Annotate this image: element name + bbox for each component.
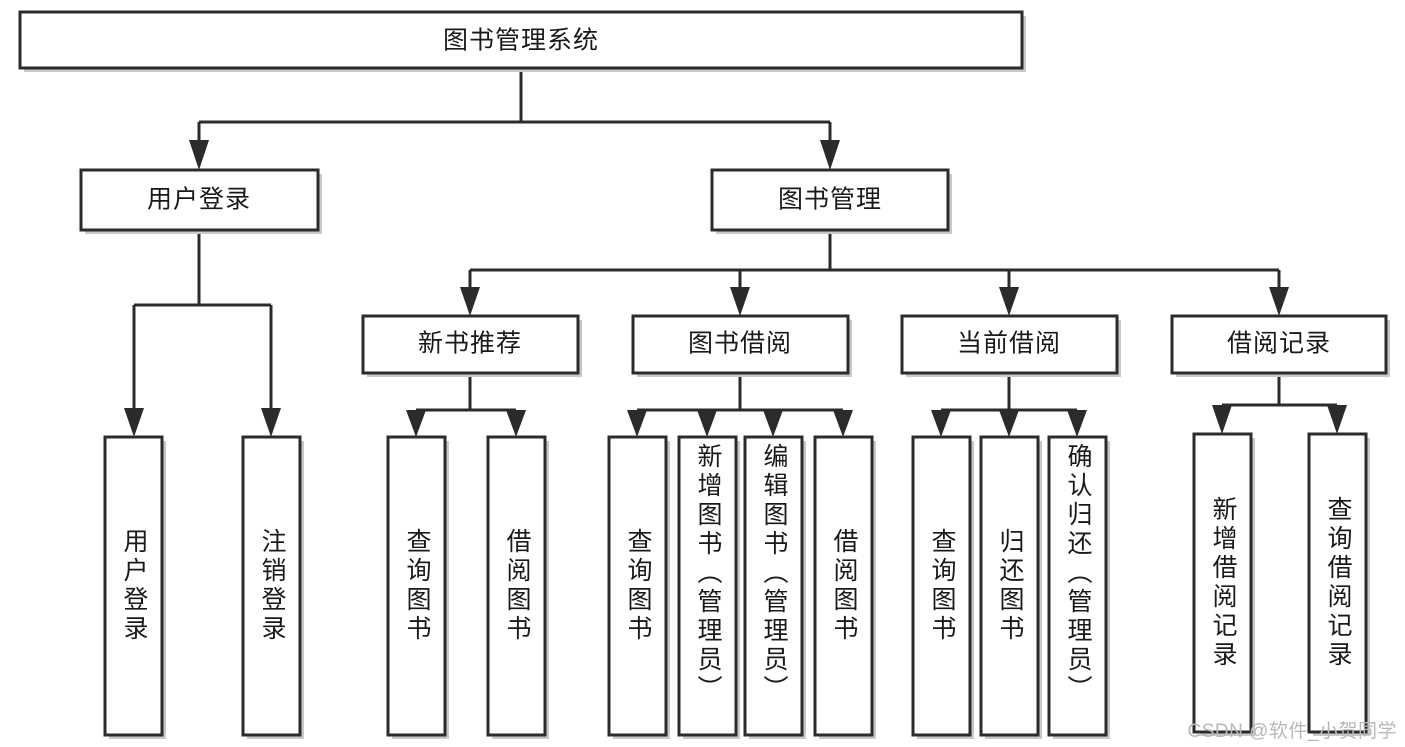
arrow-head-logout-leaf	[261, 408, 281, 437]
leaf-user-login-1-box	[103, 435, 164, 737]
node-book-borrow-box	[631, 314, 850, 375]
node-new-book-recommend-box	[361, 314, 580, 375]
connector-layer	[124, 68, 1347, 437]
leaf-book-borrow-1-box	[607, 435, 668, 737]
arrow-head-currentborrow	[999, 287, 1019, 316]
arrow-head-borrowrecord-leaf2	[1327, 405, 1347, 434]
leaf-borrow-record-1-box	[1192, 432, 1253, 734]
leaf-current-borrow-2[interactable]	[979, 435, 1042, 739]
leaf-new-book-1[interactable]	[386, 435, 449, 739]
node-borrow-record-label: 借阅记录	[1227, 330, 1331, 358]
node-book-management-label: 图书管理	[778, 186, 882, 214]
node-book-borrow[interactable]: 图书借阅	[631, 314, 852, 377]
leaf-current-borrow-2-box	[979, 435, 1040, 737]
arrow-head-user-login-leaf	[124, 408, 144, 437]
node-new-book-recommend-label: 新书推荐	[418, 330, 522, 358]
node-root-box	[18, 10, 1024, 70]
node-current-borrow-label: 当前借阅	[957, 330, 1061, 358]
leaf-book-borrow-2-box	[677, 435, 738, 737]
leaf-book-borrow-4[interactable]	[813, 435, 876, 739]
leaf-current-borrow-1-box	[911, 435, 972, 737]
node-user-login[interactable]: 用户登录	[79, 168, 322, 234]
leaf-book-borrow-3-box	[743, 435, 804, 737]
leaf-book-borrow-2[interactable]	[677, 435, 740, 739]
arrow-head-bookborrow-leaf1	[627, 410, 647, 437]
leaf-current-borrow-3[interactable]	[1047, 435, 1110, 739]
arrow-head-borrowrecord-leaf1	[1212, 405, 1232, 434]
node-book-management-box	[710, 168, 950, 232]
node-book-management[interactable]: 图书管理	[710, 168, 952, 234]
node-user-login-box	[79, 168, 320, 232]
arrow-head-bookborrow-leaf4	[833, 410, 853, 437]
arrow-head-userlogin	[189, 140, 209, 170]
leaf-borrow-record-2-box	[1307, 432, 1368, 734]
leaf-user-login-2-box	[241, 435, 302, 737]
leaf-borrow-record-2[interactable]	[1307, 432, 1370, 736]
leaf-new-book-1-box	[386, 435, 447, 737]
node-new-book-recommend[interactable]: 新书推荐	[361, 314, 582, 377]
leaf-new-book-2[interactable]	[486, 435, 549, 739]
node-root-label: 图书管理系统	[443, 27, 599, 55]
arrow-head-bookmgmt	[820, 140, 840, 170]
arrow-head-bookborrow	[730, 287, 750, 316]
arrow-head-bookborrow-leaf3	[763, 410, 783, 437]
arrow-head-newbook-leaf1	[406, 410, 426, 437]
arrow-head-borrowrecord	[1269, 287, 1289, 316]
arrow-head-currentborrow-leaf3	[1067, 410, 1087, 437]
arrow-head-newbook	[460, 287, 480, 316]
leaf-current-borrow-1[interactable]	[911, 435, 974, 739]
leaf-user-login-2[interactable]	[241, 435, 304, 739]
leaf-book-borrow-4-box	[813, 435, 874, 737]
arrow-head-bookborrow-leaf2	[697, 410, 717, 437]
node-current-borrow[interactable]: 当前借阅	[900, 314, 1121, 377]
leaf-book-borrow-1[interactable]	[607, 435, 670, 739]
node-root[interactable]: 图书管理系统	[18, 10, 1026, 72]
leaf-current-borrow-3-box	[1047, 435, 1108, 737]
node-borrow-record[interactable]: 借阅记录	[1170, 314, 1390, 377]
arrow-head-currentborrow-leaf2	[999, 410, 1019, 437]
arrow-head-currentborrow-leaf1	[931, 410, 951, 437]
node-borrow-record-box	[1170, 314, 1388, 375]
leaf-book-borrow-3[interactable]	[743, 435, 806, 739]
node-user-login-label: 用户登录	[147, 186, 251, 214]
arrow-head-newbook-leaf2	[506, 410, 526, 437]
leaf-new-book-2-box	[486, 435, 547, 737]
csdn-watermark: CSDN @软件_小贺同学	[1187, 721, 1397, 742]
node-book-borrow-label: 图书借阅	[688, 330, 792, 358]
node-current-borrow-box	[900, 314, 1119, 375]
leaf-borrow-record-1[interactable]	[1192, 432, 1255, 736]
leaf-user-login-1[interactable]	[103, 435, 166, 739]
